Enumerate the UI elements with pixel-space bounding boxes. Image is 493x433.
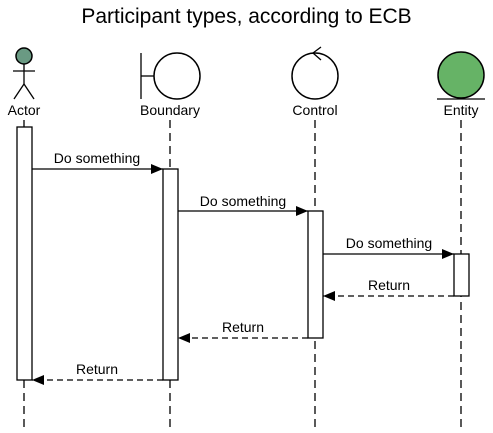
activation-entity <box>453 253 470 297</box>
activation-actor <box>16 126 33 381</box>
return-label-1: Return <box>368 277 410 293</box>
control-icon <box>291 46 339 100</box>
entity-icon <box>437 51 485 100</box>
participant-label-actor: Actor <box>8 102 41 118</box>
activation-control <box>307 210 324 339</box>
return-label-3: Return <box>76 361 118 377</box>
participant-label-control: Control <box>292 102 337 118</box>
diagram-title: Participant types, according to ECB <box>81 5 411 28</box>
activation-boundary <box>162 168 179 381</box>
return-label-2: Return <box>222 319 264 335</box>
message-label-2: Do something <box>200 193 286 209</box>
boundary-icon <box>140 52 201 100</box>
participant-label-entity: Entity <box>443 102 478 118</box>
message-label-1: Do something <box>54 150 140 166</box>
participant-label-boundary: Boundary <box>140 102 200 118</box>
message-label-3: Do something <box>346 235 432 251</box>
actor-icon <box>13 47 35 100</box>
